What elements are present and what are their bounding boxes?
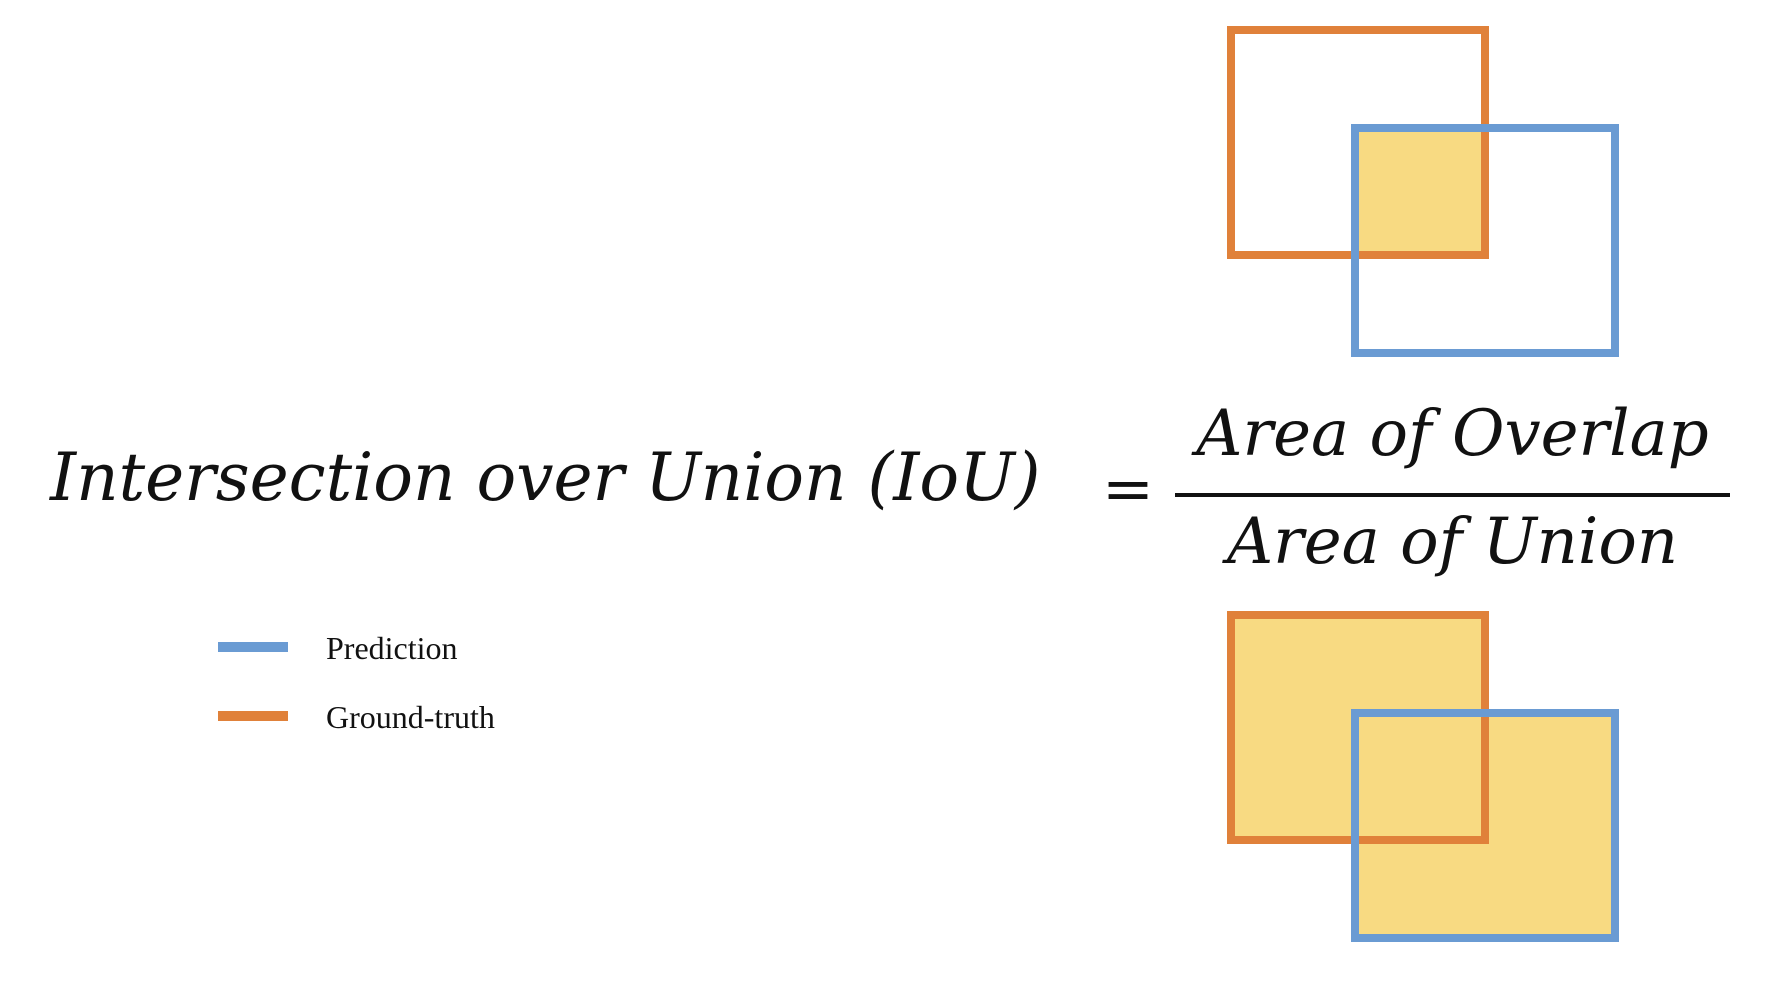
prediction-box [1351,709,1619,942]
fraction-bar [1175,493,1730,497]
fraction-denominator: Area of Union [1226,505,1679,579]
formula-lhs: Intersection over Union (IoU) [50,439,1041,516]
prediction-swatch [218,642,288,652]
prediction-box [1351,124,1619,357]
union-diagram [1227,611,1619,942]
ground-truth-swatch [218,711,288,721]
equals-sign: = [1102,452,1154,525]
fraction-numerator: Area of Overlap [1196,397,1709,471]
legend-label: Ground-truth [326,699,495,735]
legend-label: Prediction [326,630,458,666]
overlap-diagram [1227,26,1619,357]
union-area [1231,615,1615,938]
overlap-area [1355,124,1485,255]
